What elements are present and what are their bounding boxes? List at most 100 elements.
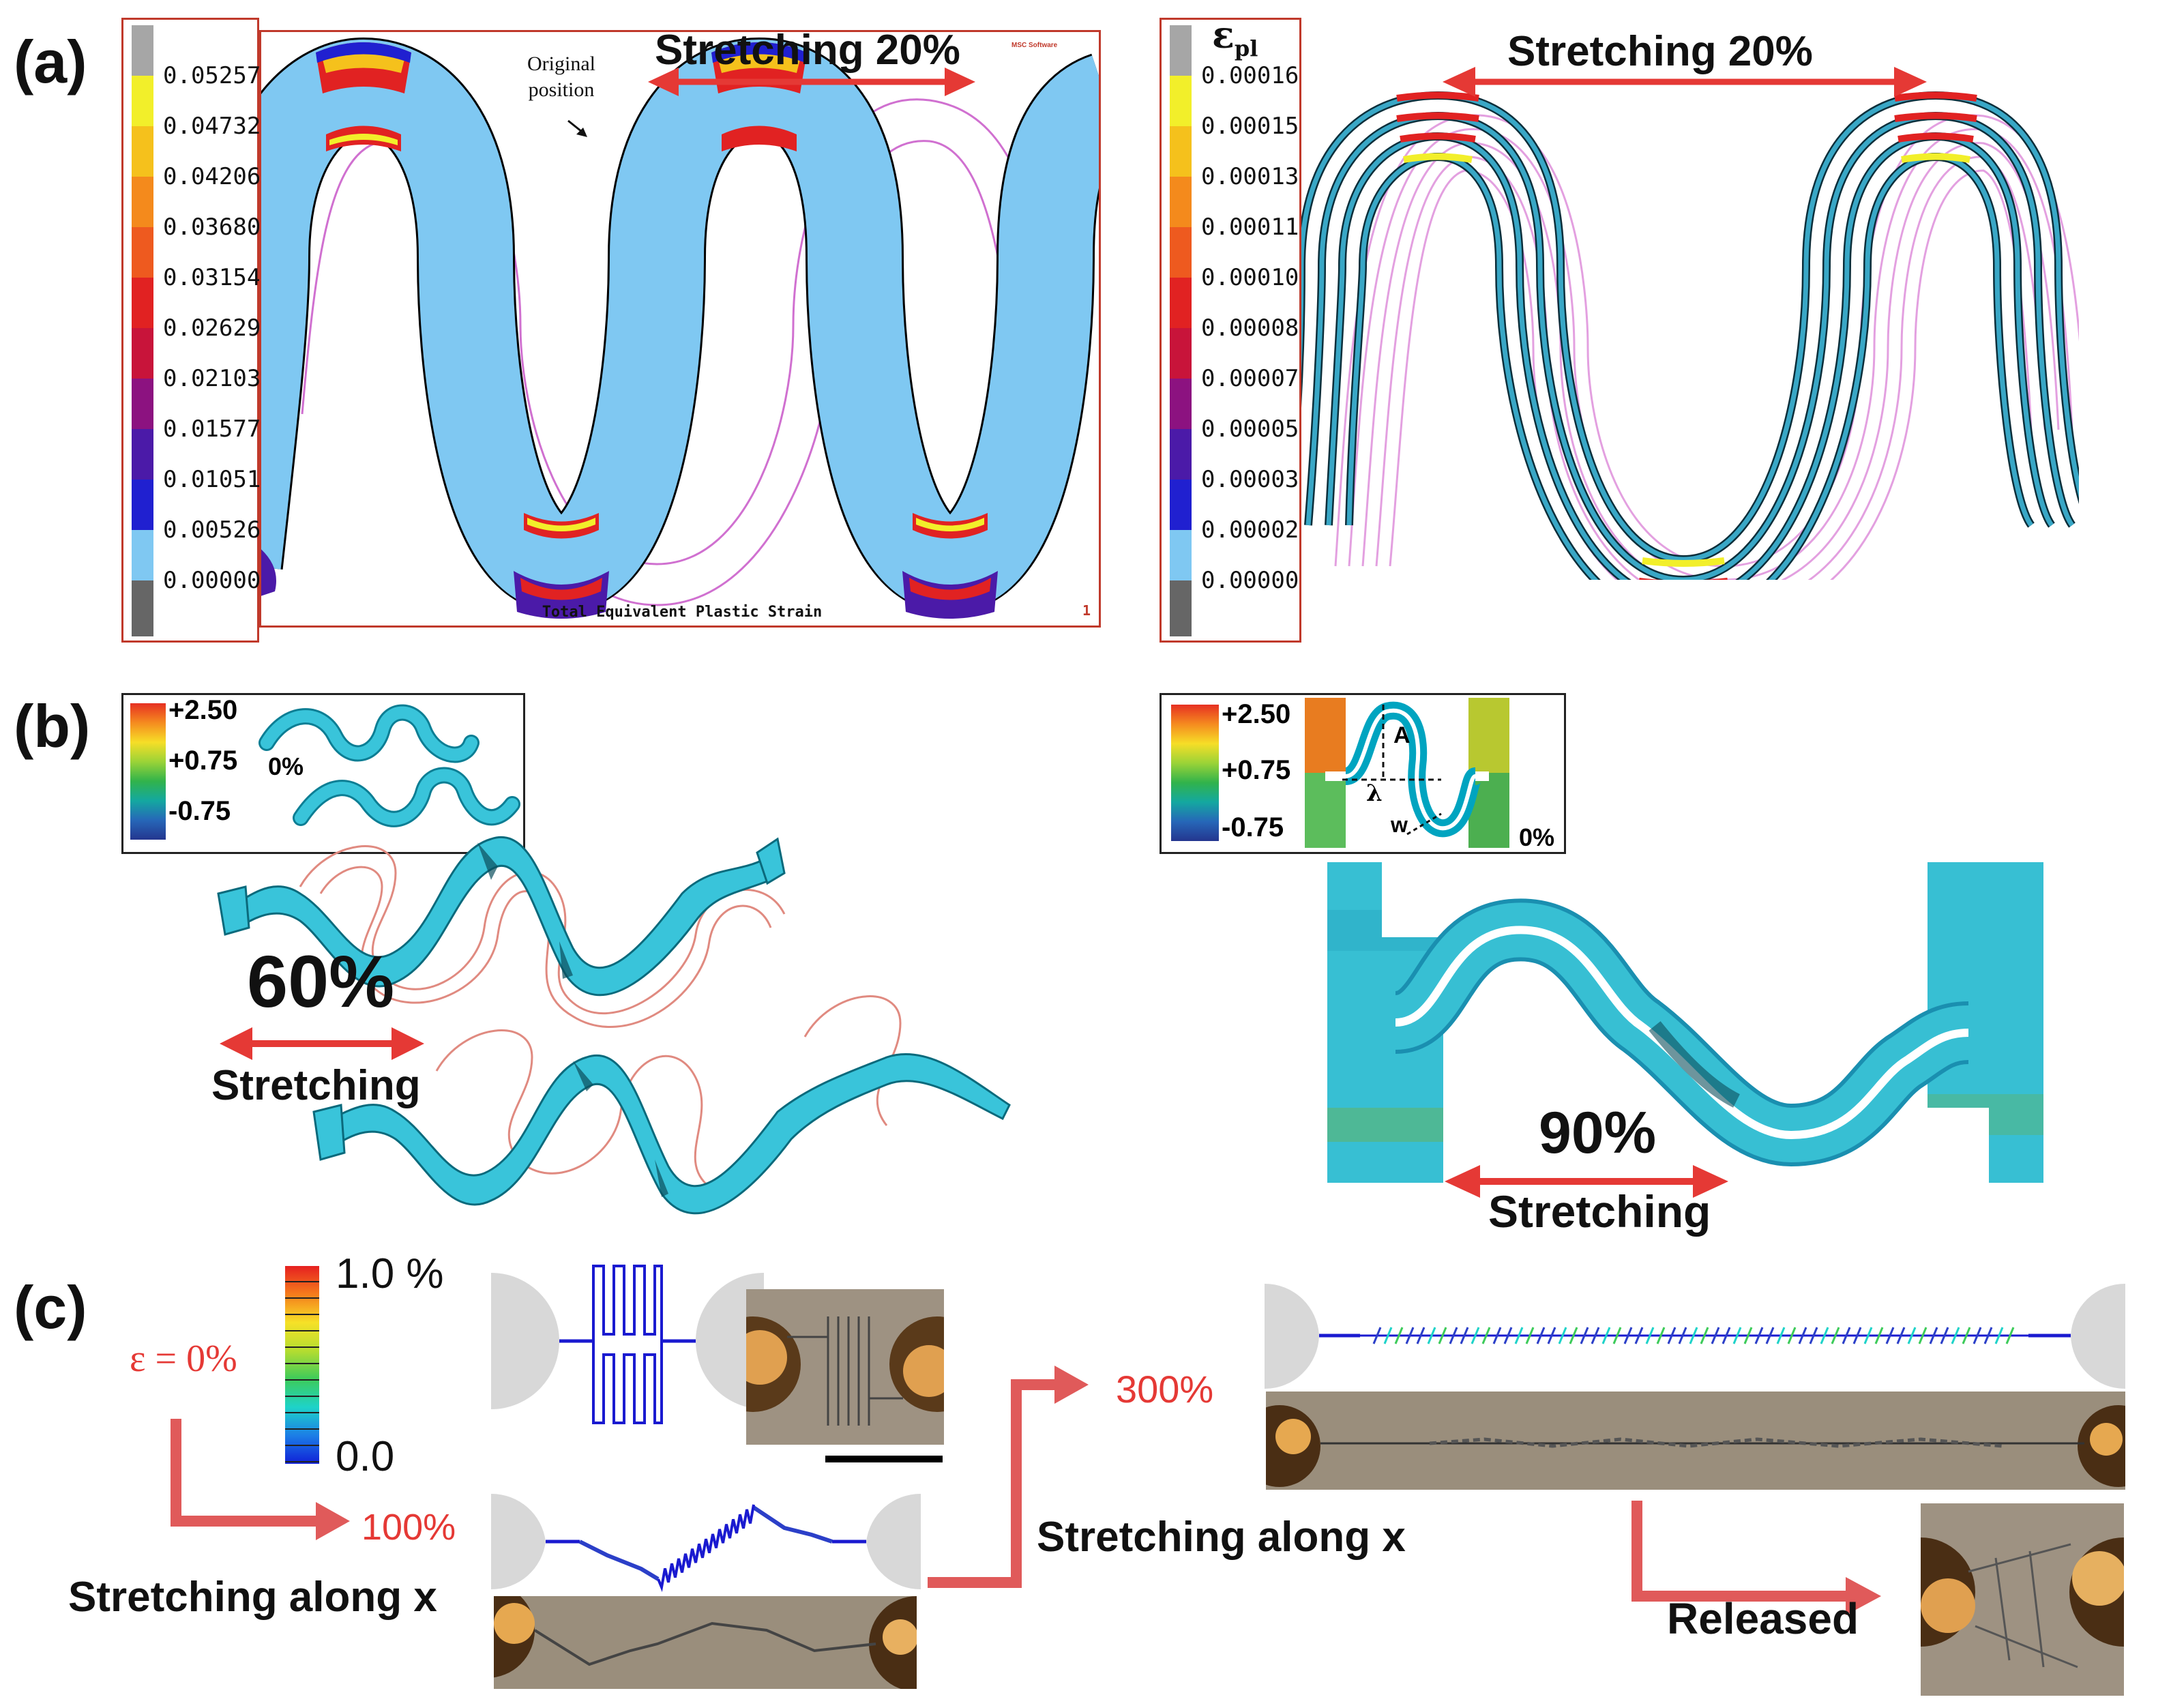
panel-label-c: (c) xyxy=(14,1273,87,1341)
twist-dash xyxy=(1623,1327,1633,1344)
twist-dash xyxy=(1678,1327,1687,1344)
serpentine-strain-right xyxy=(1301,91,2079,580)
twist-dash xyxy=(1743,1327,1753,1344)
eps-label: ε = 0% xyxy=(130,1338,237,1380)
twist-dash xyxy=(1438,1327,1447,1344)
l-arrow-2 xyxy=(928,1366,1089,1588)
twist-dash xyxy=(1983,1327,1993,1344)
twist-dash xyxy=(1569,1327,1578,1344)
twist-dash xyxy=(1514,1327,1524,1344)
strain-60: 60% xyxy=(247,940,395,1022)
twist-dash xyxy=(1776,1327,1786,1344)
twist-dash xyxy=(1558,1327,1567,1344)
serpentine-0-diagram xyxy=(491,1265,764,1424)
twist-dash xyxy=(1416,1327,1426,1344)
colorbar-c-max: 1.0 % xyxy=(336,1250,444,1297)
inset-b-right-max: +2.50 xyxy=(1222,699,1291,729)
inset-b-right-strain: 0% xyxy=(1519,823,1555,851)
twist-dash xyxy=(1863,1327,1873,1344)
twist-dash xyxy=(1383,1327,1393,1344)
colorbar-a-right-value-1: 0.00015 xyxy=(1201,113,1299,140)
colorbar-a-left-value-6: 0.02103 xyxy=(163,365,261,392)
twist-dash xyxy=(1536,1327,1546,1344)
inset-b-left-max: +2.50 xyxy=(168,695,238,725)
inset-b-right-geometry xyxy=(1305,698,1509,848)
twist-dash xyxy=(1973,1327,1982,1344)
colorbar-a-left-value-2: 0.04206 xyxy=(163,163,261,190)
twist-dash xyxy=(1634,1327,1644,1344)
twist-dash xyxy=(1460,1327,1469,1344)
twisted-ribbons-60 xyxy=(217,836,1011,1215)
twist-dash xyxy=(1896,1327,1906,1344)
colorbar-a-left-value-5: 0.02629 xyxy=(163,314,261,342)
vendor-mark: MSC Software xyxy=(1011,42,1058,49)
twist-dash xyxy=(1612,1327,1622,1344)
step1-value: 100% xyxy=(361,1507,456,1548)
stretch-title-a-left: Stretching 20% xyxy=(655,27,960,74)
colorbar-a-left-value-3: 0.03680 xyxy=(163,214,261,241)
step2-value: 300% xyxy=(1116,1368,1214,1411)
symbol-lambda: λ xyxy=(1366,780,1383,807)
twist-dash xyxy=(1481,1327,1491,1344)
twist-dash xyxy=(1994,1327,2004,1344)
panel-label-a: (a) xyxy=(14,28,87,95)
colorbar-a-left-value-9: 0.00526 xyxy=(163,516,261,544)
h-structure-90 xyxy=(1327,862,2043,1183)
twist-dash xyxy=(1962,1327,1971,1344)
l-arrow-1 xyxy=(171,1419,350,1540)
caption-90: Stretching xyxy=(1488,1186,1711,1237)
caption-60: Stretching xyxy=(211,1062,421,1109)
scale-bar xyxy=(825,1456,943,1462)
colorbar-a-left-value-8: 0.01051 xyxy=(163,466,261,493)
colorbar-a-right-value-9: 0.00002 xyxy=(1201,516,1299,544)
inset-b-right-mid: +0.75 xyxy=(1222,755,1291,785)
serpentine-100-diagram xyxy=(491,1493,921,1593)
colorbar-a-right-value-10: 0.00000 xyxy=(1201,567,1299,594)
colorbar-c-min: 0.0 xyxy=(336,1433,395,1480)
colorbar-a-right-value-8: 0.00003 xyxy=(1201,466,1299,493)
twist-dash xyxy=(1907,1327,1917,1344)
twist-dash xyxy=(1798,1327,1807,1344)
twist-dash xyxy=(1765,1327,1775,1344)
step1-caption: Stretching along x xyxy=(68,1574,437,1621)
stretch-title-a-right: Stretching 20% xyxy=(1507,28,1813,75)
inset-b-left-serpentine xyxy=(259,704,520,827)
step3-caption: Released xyxy=(1667,1594,1859,1643)
stretch-arrow-90 xyxy=(1445,1165,1728,1198)
colorbar-a-right-value-5: 0.00008 xyxy=(1201,314,1299,342)
twist-dash xyxy=(1929,1327,1938,1344)
twist-dash xyxy=(1580,1327,1589,1344)
fea-footer: Total Equivalent Plastic Strain xyxy=(542,604,823,621)
twist-dash xyxy=(1591,1327,1600,1344)
symbol-w: w xyxy=(1391,812,1408,837)
inset-b-left-min: -0.75 xyxy=(168,796,231,826)
twist-dash xyxy=(1525,1327,1535,1344)
twist-dash xyxy=(1820,1327,1829,1344)
inset-b-right-min: -0.75 xyxy=(1222,812,1284,842)
colorbar-a-left-value-7: 0.01577 xyxy=(163,415,261,443)
twist-dash xyxy=(1722,1327,1731,1344)
twist-dash xyxy=(1831,1327,1840,1344)
twist-dash xyxy=(1449,1327,1458,1344)
twist-dash xyxy=(1711,1327,1720,1344)
twist-dash xyxy=(1372,1327,1382,1344)
fea-frame-left: Original position MSC Software Total Equ… xyxy=(259,30,1101,628)
twist-dash xyxy=(1689,1327,1698,1344)
twist-dash xyxy=(2005,1327,2015,1344)
twist-dash xyxy=(1405,1327,1415,1344)
twist-dash xyxy=(1645,1327,1655,1344)
twist-dash xyxy=(1656,1327,1666,1344)
twist-dash xyxy=(1547,1327,1556,1344)
twist-dash xyxy=(1874,1327,1884,1344)
twist-dash xyxy=(1809,1327,1818,1344)
stretch-arrow-a-left xyxy=(648,68,975,96)
original-position-annotation: Original position xyxy=(527,53,595,101)
fea-page-number: 1 xyxy=(1082,602,1091,619)
step2-caption: Stretching along x xyxy=(1037,1514,1406,1561)
twist-dash xyxy=(1700,1327,1709,1344)
twist-dash xyxy=(1471,1327,1480,1344)
photo-0 xyxy=(746,1289,944,1445)
stretch-arrow-a-right xyxy=(1443,67,1927,97)
